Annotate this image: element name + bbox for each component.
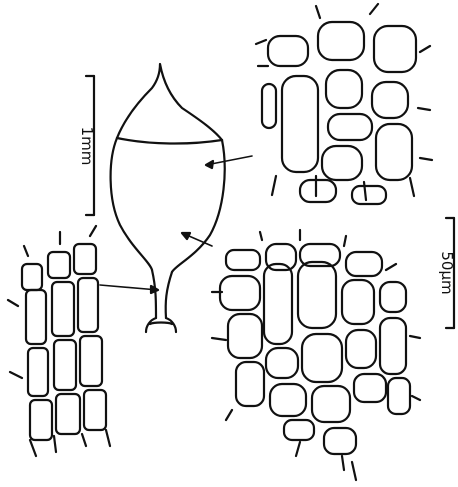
scale-label-50um: 50µm (438, 251, 456, 294)
capsule-lid-line (117, 138, 222, 144)
cells-panel-lower (212, 230, 420, 480)
capsule-urn (111, 138, 225, 272)
pointer-seta (100, 285, 158, 290)
capsule-drawing (111, 64, 225, 332)
scale-bar-cells: 50µm (438, 218, 456, 328)
pointer-lines (100, 156, 252, 293)
capsule-operculum (117, 64, 222, 140)
capsule-foot (146, 318, 176, 332)
scale-bar-capsule: 1mm (78, 76, 96, 215)
cells-panel-upper (256, 4, 432, 204)
capsule-seta (152, 270, 172, 318)
scale-label-1mm: 1mm (78, 127, 96, 166)
cells-panel-left (8, 226, 110, 456)
